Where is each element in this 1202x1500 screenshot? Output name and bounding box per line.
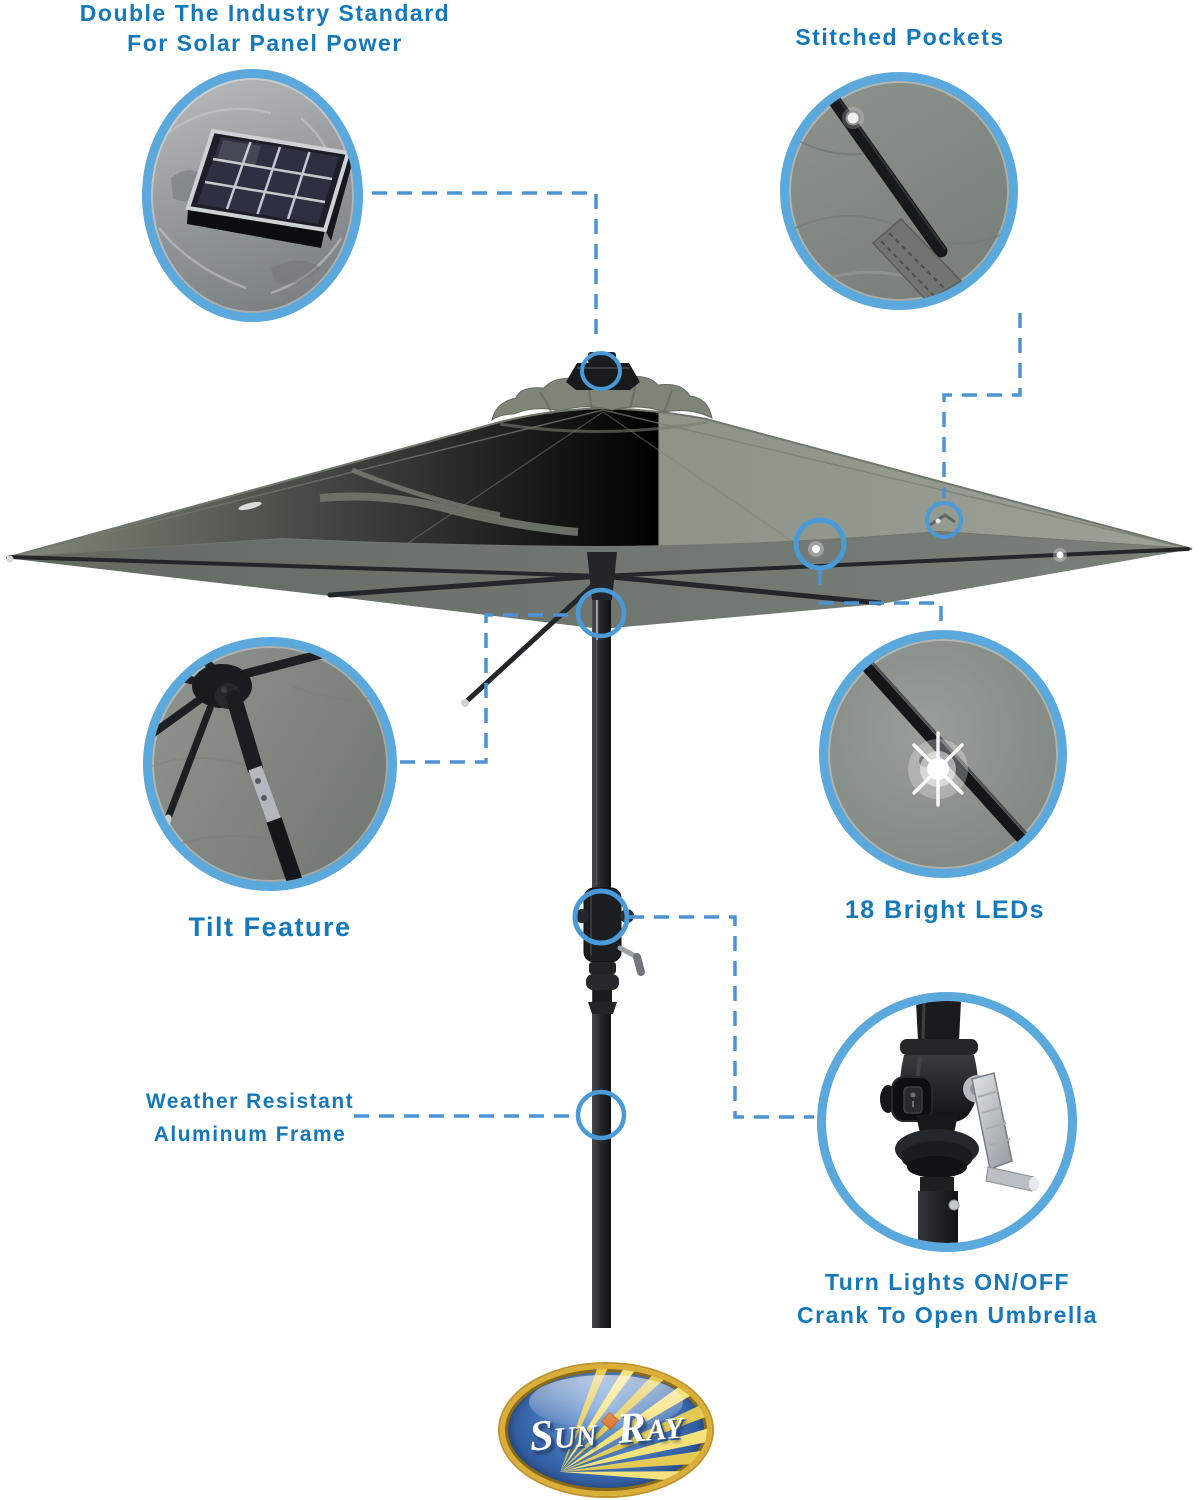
connector-led-b [819, 601, 943, 626]
solar-grid [204, 141, 333, 220]
label-crank-lights: Turn Lights ON/OFF Crank To Open Umbrell… [765, 1266, 1130, 1332]
ring-pole-upper [575, 587, 627, 639]
label-solar-line1: Double The Industry Standard [79, 0, 451, 26]
crank-handle-grip [985, 1166, 1035, 1192]
inset-crank-mechanism [817, 992, 1077, 1252]
crank-arm [971, 1072, 1013, 1171]
inset-led-light [819, 630, 1067, 878]
ring-rib-tip [925, 501, 963, 539]
finial-solar-cap [566, 352, 640, 390]
solar-panel-photo [158, 107, 352, 295]
inset-tilt-feature [143, 637, 397, 891]
canopy-hub [587, 552, 617, 600]
ring-pole-lower [575, 1089, 627, 1141]
crank-photo [880, 1001, 1039, 1243]
connector-stitched [942, 313, 1022, 498]
crown-ruffle [491, 374, 713, 434]
inset-stitched-pockets [780, 72, 1018, 310]
push-pin [948, 1199, 960, 1211]
led-photo [850, 649, 1045, 863]
ring-finial [580, 351, 622, 391]
rib-led-lights [808, 541, 1067, 562]
light-switch [903, 1086, 923, 1114]
pocket-detail [929, 513, 956, 527]
rib-tip-cap [461, 699, 469, 707]
ring-rib-led [793, 517, 847, 571]
label-tilt-feature: Tilt Feature [188, 912, 352, 942]
connector-lines [347, 191, 1022, 1119]
tie-strap [238, 467, 579, 536]
label-frame-line2: Aluminum Frame [153, 1123, 347, 1146]
crank-housing [575, 887, 645, 1014]
label-aluminum-frame: Weather Resistant Aluminum Frame [105, 1085, 395, 1151]
label-solar-panel: Double The Industry Standard For Solar P… [30, 0, 500, 58]
stitch-lines [880, 232, 948, 300]
label-crank-line1: Turn Lights ON/OFF [824, 1269, 1071, 1295]
label-frame-line1: Weather Resistant [145, 1090, 355, 1113]
tilt-joint-silver [248, 765, 281, 823]
umbrella-ribs [8, 547, 1190, 703]
label-crank-line2: Crank To Open Umbrella [797, 1302, 1098, 1328]
logo-gloss [529, 1375, 683, 1429]
stitched-pocket-photo [789, 86, 1009, 301]
label-bright-leds: 18 Bright LEDs [844, 896, 1046, 924]
connector-tilt [400, 613, 575, 764]
connector-crank [629, 915, 814, 1119]
label-stitched-pockets: Stitched Pockets [795, 24, 1005, 50]
ring-crank [572, 888, 630, 946]
label-solar-line2: For Solar Panel Power [127, 30, 403, 56]
led-glow [908, 731, 968, 807]
left-tip-cap [6, 555, 14, 563]
inset-solar-panel [142, 69, 363, 322]
connector-solar [347, 191, 598, 344]
highlight-rings [572, 351, 963, 1141]
tilt-joint-photo [152, 646, 383, 882]
pocket-led [845, 110, 861, 126]
